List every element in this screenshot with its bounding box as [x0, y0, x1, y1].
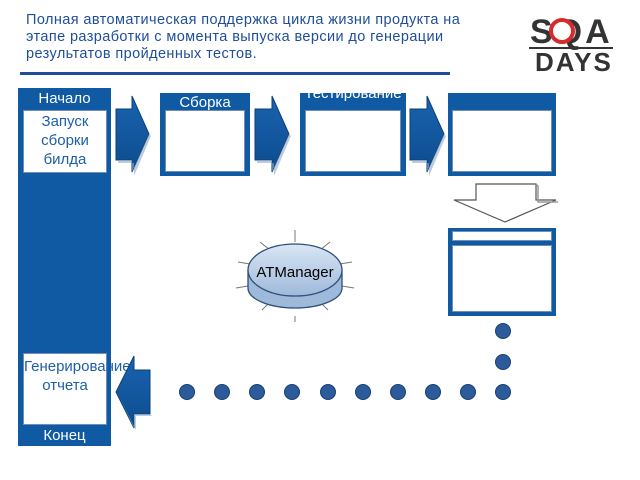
- sqa-days-logo: SQA DAYS: [525, 14, 617, 82]
- report-generation-step: Генерирование отчета: [23, 353, 131, 425]
- arrow-right-icon: [115, 95, 151, 176]
- flow-dot: [355, 384, 371, 400]
- test-step-body: [305, 110, 401, 172]
- logo-target-icon: [549, 18, 575, 44]
- result-step-body: [452, 110, 552, 172]
- flow-dot: [425, 384, 441, 400]
- arrow-down-icon: [453, 183, 558, 223]
- flow-dot: [179, 384, 195, 400]
- build-step-body: [165, 110, 245, 172]
- flow-dot: [495, 323, 511, 339]
- test-label: Тестирование: [304, 87, 402, 102]
- flow-dot: [495, 354, 511, 370]
- atmanager-label: ATManager: [256, 264, 333, 281]
- flow-dot: [284, 384, 300, 400]
- flow-dot: [460, 384, 476, 400]
- title-underline: [20, 72, 450, 75]
- atmanager-database-icon: [235, 230, 355, 322]
- page-title: Полная автоматическая поддержка цикла жи…: [26, 12, 461, 62]
- launch-build-step: Запуск сборки билда: [23, 110, 107, 173]
- flow-dot: [214, 384, 230, 400]
- arrow-left-icon: [115, 355, 152, 430]
- start-label: Начало: [38, 90, 91, 107]
- output-step-header: [452, 231, 552, 241]
- flow-dot: [249, 384, 265, 400]
- logo-divider: [529, 47, 613, 49]
- flow-dot: [390, 384, 406, 400]
- flow-dot: [495, 384, 511, 400]
- build-label: Сборка: [179, 94, 231, 111]
- arrow-right-icon: [254, 95, 291, 176]
- flow-dot: [320, 384, 336, 400]
- end-label: Конец: [43, 427, 86, 444]
- arrow-right-icon: [409, 95, 446, 176]
- output-step-body: [452, 245, 552, 312]
- logo-line2: DAYS: [535, 47, 613, 77]
